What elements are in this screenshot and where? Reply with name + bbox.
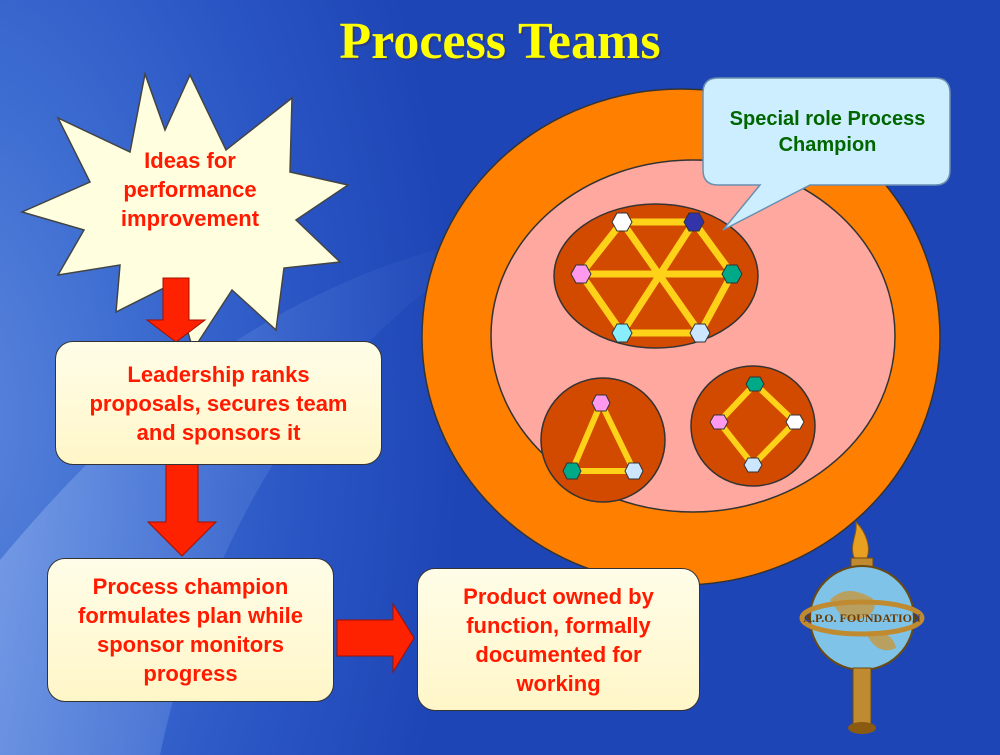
team-links-diamond (716, 381, 798, 468)
right-arrow-icon (336, 602, 415, 674)
logo-text: A.P.O. FOUNDATION (803, 611, 921, 625)
starburst-label: Ideas for performance improvement (120, 148, 260, 231)
step-product: Product owned by function, formally docu… (417, 568, 700, 711)
callout-label: Special role Process Champion (729, 108, 926, 156)
step-leadership: Leadership ranks proposals, secures team… (55, 341, 382, 465)
team-members-triangle (562, 394, 644, 480)
team-links-large (577, 218, 736, 337)
globe-torch-logo (799, 520, 925, 734)
down-arrow-icon (146, 461, 218, 557)
team-members-diamond (709, 376, 805, 473)
team-circle-diamond (690, 365, 816, 487)
team-members-large (570, 212, 743, 343)
step-leadership-text: Leadership ranks proposals, secures team… (89, 361, 348, 445)
speech-bubble (702, 77, 951, 231)
step-product-text: Product owned by function, formally docu… (463, 583, 654, 696)
step-champion: Process champion formulates plan while s… (47, 558, 334, 702)
team-links-triangle (569, 400, 637, 474)
down-arrow-icon (145, 277, 207, 343)
slide-title: Process Teams (339, 13, 661, 70)
step-champion-text: Process champion formulates plan while s… (78, 574, 303, 686)
